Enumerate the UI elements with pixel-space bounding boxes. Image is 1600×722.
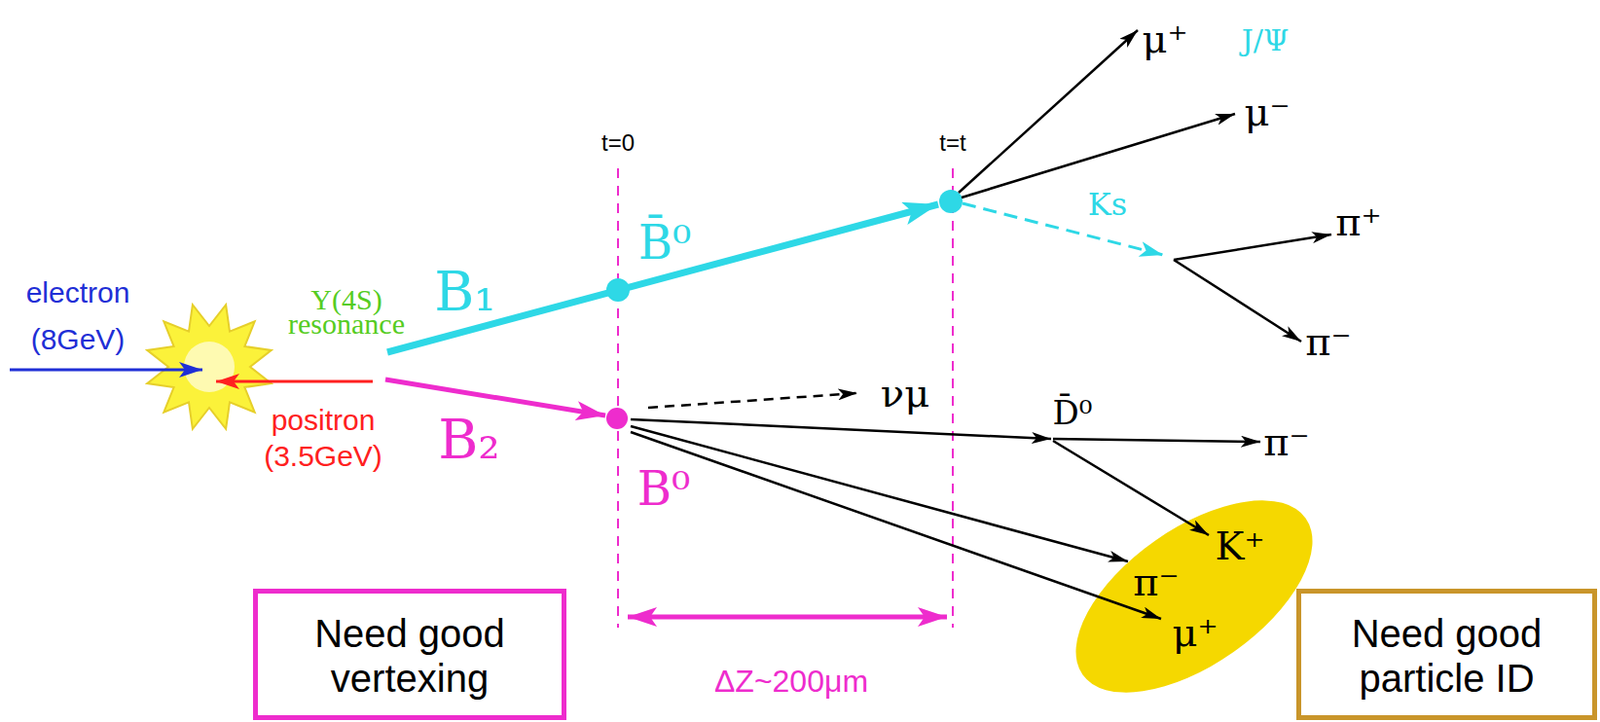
time-line (951, 168, 954, 628)
time-line (617, 168, 619, 628)
label-anchor: electron (8GeV) (9, 269, 146, 364)
particle-label: Ks (1088, 186, 1128, 223)
note-box: Need good vertexing (253, 588, 567, 721)
label-anchor: B₂ (437, 408, 501, 472)
track (958, 30, 1138, 193)
electron-beam (9, 368, 203, 372)
vertex-dot (606, 407, 628, 430)
label-anchor: B₁ (434, 260, 497, 324)
track (1173, 234, 1332, 260)
particle-label: μ⁺ (1171, 610, 1218, 655)
label-anchor: D̄⁰ (1053, 394, 1093, 433)
particle-label: νμ (880, 370, 930, 416)
ks-track (962, 203, 1164, 255)
text-anchor: μ⁺ (1171, 610, 1218, 655)
track (630, 432, 1162, 619)
dimension-label: ΔZ~200μm (714, 663, 869, 700)
text-anchor: K⁺ (1215, 523, 1266, 569)
beam-label: electron (8GeV) (9, 269, 146, 364)
beam-label: positron (3.5GeV) (254, 401, 392, 475)
time-label: t=t (939, 129, 966, 157)
note-text: Need good particle ID (1310, 611, 1583, 701)
label-anchor: B⁰ (637, 462, 691, 516)
time-label: t=0 (601, 129, 635, 157)
label-anchor: π⁻ (1305, 319, 1351, 364)
note-box: Need good particle ID (1296, 588, 1598, 721)
label-anchor: μ⁺ (1141, 16, 1188, 62)
particle-label: π⁻ (1132, 559, 1179, 605)
particle-label: D̄⁰ (1053, 394, 1093, 433)
note-text: Need good vertexing (267, 611, 552, 701)
track (630, 419, 1052, 439)
label-anchor: B̄⁰ (638, 216, 692, 270)
collision-star (146, 304, 272, 430)
resonance-label: J/Ψ (1241, 24, 1289, 59)
star-core (183, 341, 235, 393)
label-anchor: νμ (880, 370, 930, 416)
track (1053, 438, 1261, 442)
positron-beam (216, 380, 373, 384)
track (1173, 259, 1302, 342)
particle-label: π⁻ (1305, 319, 1351, 364)
particle-label: μ⁻ (1243, 89, 1290, 135)
vertex-dot (606, 278, 630, 302)
label-anchor: t=0 (601, 129, 635, 157)
particle-label: μ⁺ (1141, 16, 1188, 62)
label-anchor: Υ(4S) resonance (268, 287, 425, 337)
particle-id-ellipse: K⁺ π⁻ μ⁺ (1075, 500, 1313, 693)
track (1053, 440, 1209, 536)
label-anchor: π⁺ (1335, 199, 1382, 245)
neutrino-track (648, 393, 858, 408)
label-anchor: positron (3.5GeV) (254, 401, 392, 475)
label-anchor: Ks (1088, 186, 1128, 223)
ellipse-outline (1075, 500, 1313, 693)
meson-label: B₂ (437, 408, 501, 472)
track (961, 113, 1236, 198)
vertex-dot (939, 189, 963, 214)
b1-track (387, 204, 939, 353)
meson-label: B⁰ (637, 462, 691, 516)
particle-label: π⁻ (1263, 419, 1310, 465)
track (630, 426, 1128, 562)
label-anchor: ΔZ~200μm (714, 663, 869, 700)
resonance-label: Υ(4S) resonance (268, 287, 425, 337)
particle-label: K⁺ (1215, 523, 1266, 569)
label-anchor: t=t (939, 129, 966, 157)
label-anchor: J/Ψ (1241, 24, 1289, 59)
meson-label: B̄⁰ (638, 216, 692, 270)
label-anchor: μ⁻ (1243, 89, 1290, 135)
meson-label: B₁ (434, 260, 497, 324)
label-anchor: π⁻ (1263, 419, 1310, 465)
particle-label: π⁺ (1335, 199, 1382, 245)
text-anchor: π⁻ (1132, 559, 1179, 605)
delta-z-arrow (627, 615, 947, 620)
